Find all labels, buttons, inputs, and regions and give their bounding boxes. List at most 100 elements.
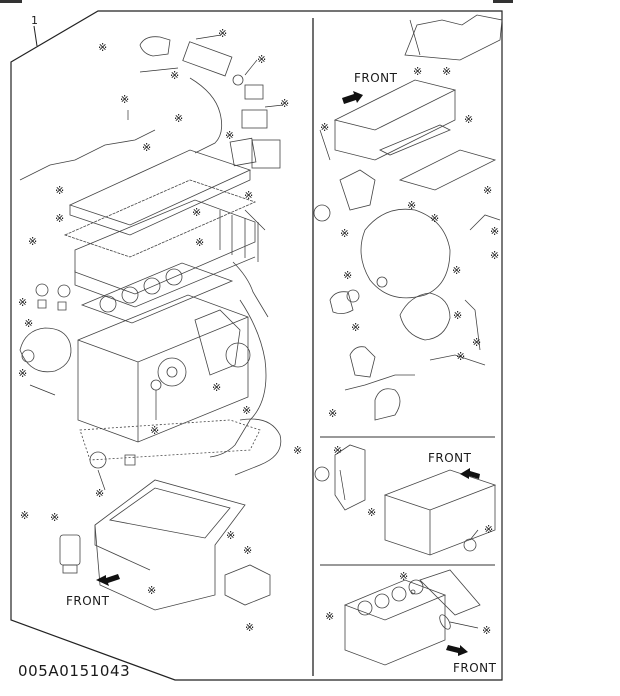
marker-asterisk: ※ <box>98 41 108 54</box>
marker-asterisk: ※ <box>293 444 303 457</box>
front-arrow-icon <box>96 574 120 586</box>
marker-asterisk: ※ <box>490 249 500 262</box>
marker-asterisk: ※ <box>120 93 130 106</box>
cover <box>329 291 354 314</box>
egr-gasket <box>232 74 244 86</box>
bore <box>99 295 117 313</box>
o-ring <box>346 289 360 303</box>
marker-asterisk: ※ <box>430 212 440 225</box>
egr-gasket-plate <box>229 137 257 167</box>
front-arrow-icon <box>446 645 468 656</box>
oil-cooler-ring <box>225 342 251 368</box>
marker-asterisk: ※ <box>243 544 253 557</box>
o-ring <box>150 379 162 391</box>
marker-asterisk: ※ <box>20 509 30 522</box>
seal <box>376 276 388 288</box>
cylinder-block <box>77 294 249 443</box>
egr-pipe <box>139 36 171 57</box>
front-label-left: FRONT <box>66 594 110 608</box>
right-middle-art <box>314 444 497 556</box>
bore <box>165 268 183 286</box>
manifold-gasket <box>379 124 451 156</box>
gear <box>313 204 331 222</box>
marker-asterisk: ※ <box>55 184 65 197</box>
marker-asterisk: ※ <box>325 610 335 623</box>
thermostat-ring <box>35 283 49 297</box>
marker-asterisk: ※ <box>50 511 60 524</box>
marker-asterisk: ※ <box>484 523 494 536</box>
marker-asterisk: ※ <box>18 367 28 380</box>
rear-plate <box>334 444 366 511</box>
marker-asterisk: ※ <box>482 624 492 637</box>
marker-asterisk: ※ <box>351 321 361 334</box>
left-panel-art <box>19 36 282 611</box>
egr-housing <box>251 139 281 169</box>
marker-asterisk: ※ <box>245 621 255 634</box>
marker-asterisk: ※ <box>472 336 482 349</box>
marker-asterisk: ※ <box>483 184 493 197</box>
marker-asterisk: ※ <box>192 206 202 219</box>
crank-pulley <box>157 357 187 387</box>
gear-case <box>194 309 241 376</box>
cylinder-block <box>344 595 446 666</box>
marker-asterisk: ※ <box>24 317 34 330</box>
front-arrow-icon <box>460 468 480 479</box>
egr-valve-body <box>241 109 268 129</box>
marker-asterisk: ※ <box>170 69 180 82</box>
top-edge-mark <box>0 0 22 3</box>
turbo-flange <box>349 346 376 378</box>
marker-asterisk: ※ <box>95 487 105 500</box>
exhaust-manifold <box>398 149 497 191</box>
head-gasket <box>80 262 234 324</box>
oil-pipe <box>429 354 486 366</box>
marker-asterisk: ※ <box>280 97 290 110</box>
egr-valve <box>244 84 264 100</box>
cylinder-head-gasket <box>333 79 457 131</box>
marker-asterisk: ※ <box>226 529 236 542</box>
oil-pan-gasket <box>79 419 261 461</box>
oil-seal <box>463 538 477 552</box>
marker-asterisk: ※ <box>212 381 222 394</box>
marker-asterisk: ※ <box>328 407 338 420</box>
marker-asterisk: ※ <box>456 350 466 363</box>
right-upper-art <box>313 14 503 421</box>
oil-pan <box>94 479 246 611</box>
marker-asterisk: ※ <box>195 236 205 249</box>
marker-asterisk: ※ <box>218 27 228 40</box>
marker-asterisk: ※ <box>257 53 267 66</box>
marker-asterisk: ※ <box>333 444 343 457</box>
marker-asterisk: ※ <box>174 112 184 125</box>
turbocharger <box>399 292 451 341</box>
marker-asterisk: ※ <box>464 113 474 126</box>
water-pump <box>19 327 72 373</box>
front-label-right-lower: FRONT <box>453 661 497 675</box>
oil-seal <box>314 466 330 482</box>
marker-asterisk: ※ <box>367 506 377 519</box>
outer-frame <box>10 10 503 681</box>
fuel-filter <box>59 534 81 566</box>
bore <box>121 286 139 304</box>
marker-asterisk: ※ <box>452 264 462 277</box>
marker-asterisk: ※ <box>320 121 330 134</box>
head-cover <box>68 149 252 226</box>
marker-asterisk: ※ <box>490 225 500 238</box>
front-label-right-middle: FRONT <box>428 451 472 465</box>
marker-asterisk: ※ <box>147 584 157 597</box>
thermostat-ring <box>57 284 71 298</box>
head-cover-gasket <box>63 179 257 258</box>
oil-pipe <box>209 299 267 458</box>
marker-asterisk: ※ <box>150 424 160 437</box>
egr-hose <box>189 77 223 154</box>
marker-asterisk: ※ <box>343 269 353 282</box>
bracket <box>374 388 401 421</box>
marker-asterisk: ※ <box>225 129 235 142</box>
bore <box>143 277 161 295</box>
right-lower-art <box>343 569 481 666</box>
injection-pump <box>224 564 271 606</box>
marker-asterisk: ※ <box>340 227 350 240</box>
marker-asterisk: ※ <box>442 65 452 78</box>
marker-asterisk: ※ <box>28 235 38 248</box>
marker-asterisk: ※ <box>55 212 65 225</box>
